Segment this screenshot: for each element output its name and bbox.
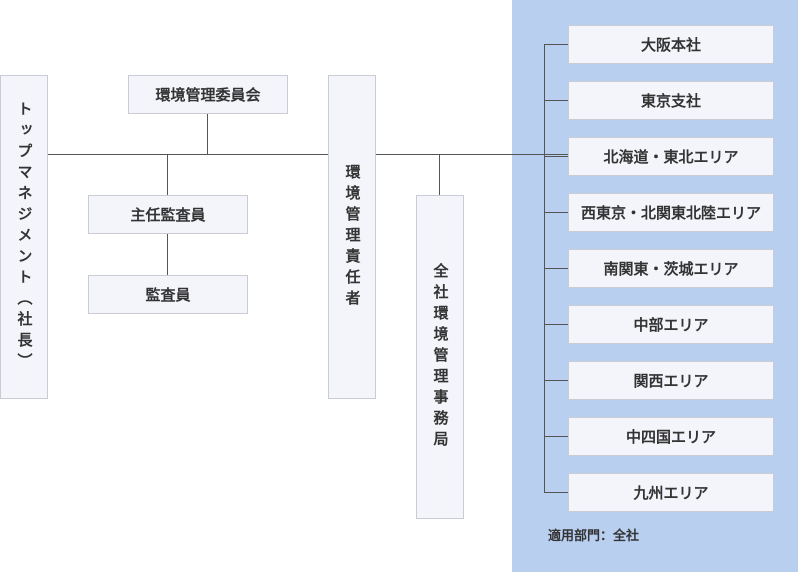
site-box: 北海道・東北エリア xyxy=(568,137,774,176)
env-committee-box: 環境管理委員会 xyxy=(128,75,288,114)
site-box: 西東京・北関東北陸エリア xyxy=(568,193,774,232)
env-office-box: 全社環境管理事務局 xyxy=(416,195,464,519)
chief-auditor-box: 主任監査員 xyxy=(88,195,248,234)
env-manager-box: 環境管理責任者 xyxy=(328,75,376,399)
top-management-box: トップマネジメント（社長） xyxy=(0,75,48,399)
site-box: 関西エリア xyxy=(568,361,774,400)
site-box: 東京支社 xyxy=(568,81,774,120)
site-box: 中四国エリア xyxy=(568,417,774,456)
auditor-box: 監査員 xyxy=(88,275,248,314)
auditor-chain-connector xyxy=(167,234,168,275)
site-box: 大阪本社 xyxy=(568,25,774,64)
main-horizontal-line xyxy=(47,154,568,155)
site-branch-line xyxy=(544,44,568,45)
site-branch-line xyxy=(544,324,568,325)
site-branch-line xyxy=(544,100,568,101)
committee-connector xyxy=(207,113,208,154)
office-connector xyxy=(439,154,440,195)
site-branch-line xyxy=(544,268,568,269)
site-box: 南関東・茨城エリア xyxy=(568,249,774,288)
site-branch-line xyxy=(544,380,568,381)
auditor-connector xyxy=(167,154,168,195)
site-box: 九州エリア xyxy=(568,473,774,512)
site-branch-line xyxy=(544,436,568,437)
site-box: 中部エリア xyxy=(568,305,774,344)
site-branch-line xyxy=(544,156,568,157)
site-branch-line xyxy=(544,492,568,493)
site-branch-line xyxy=(544,212,568,213)
scope-note: 適用部門：全社 xyxy=(548,529,640,544)
